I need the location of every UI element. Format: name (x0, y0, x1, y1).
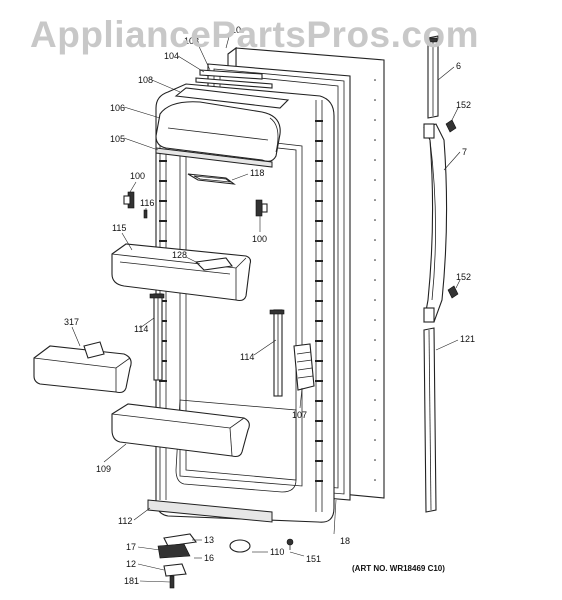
callout-112: 112 (118, 516, 132, 526)
callout-152-bottom: 152 (456, 272, 471, 282)
bottom-trim-112 (147, 499, 273, 523)
screw-151 (286, 538, 294, 550)
art-number: (ART NO. WR18469 C10) (352, 564, 445, 573)
callout-108: 108 (138, 75, 153, 85)
callout-116: 116 (140, 198, 154, 208)
callout-17: 17 (126, 542, 136, 552)
callout-16: 16 (204, 553, 214, 563)
callout-100-left: 100 (130, 171, 145, 181)
callout-115: 115 (112, 223, 126, 233)
shelf-support-right (269, 309, 285, 397)
handle-trim-6 (427, 35, 439, 119)
callout-118: 118 (250, 168, 264, 178)
shelf-clip-left (123, 191, 135, 209)
shelf-support-left (149, 293, 165, 381)
callout-12: 12 (126, 559, 136, 569)
module-107 (293, 343, 315, 391)
door-handle-7 (423, 123, 448, 323)
callout-181: 181 (124, 576, 139, 586)
screw-116 (143, 209, 148, 219)
handle-trim-121 (423, 327, 437, 513)
callout-18: 18 (340, 536, 350, 546)
callout-151: 151 (306, 554, 321, 564)
callout-121: 121 (460, 334, 475, 344)
bin-317 (33, 341, 132, 394)
callout-100-right: 100 (252, 234, 267, 244)
callout-106: 106 (110, 103, 125, 113)
bin-divider-128 (194, 257, 233, 271)
cap-110 (229, 539, 251, 553)
callout-317: 317 (64, 317, 79, 327)
hinge-parts (157, 533, 197, 589)
leader-lines (71, 32, 461, 583)
callout-114-right: 114 (240, 352, 254, 362)
callout-109: 109 (96, 464, 111, 474)
callout-128: 128 (172, 250, 187, 260)
callout-13: 13 (204, 535, 214, 545)
callout-152-top: 152 (456, 100, 471, 110)
callout-104: 104 (164, 51, 179, 61)
dairy-door (155, 101, 281, 162)
screw-152-bottom (447, 285, 459, 299)
door-bin-115 (111, 243, 252, 302)
callout-110: 110 (270, 547, 284, 557)
door-bin-109 (111, 403, 250, 458)
callout-114-left: 114 (134, 324, 148, 334)
dairy-frame (174, 87, 290, 109)
callout-10: 10 (231, 25, 241, 35)
callout-105: 105 (110, 134, 125, 144)
callout-103: 103 (184, 36, 199, 46)
callout-6: 6 (456, 61, 461, 71)
top-trim-strips (195, 69, 273, 89)
callout-labels: 10 103 104 108 106 105 100 116 115 118 1… (64, 25, 475, 586)
shelf-clip-right (255, 199, 268, 217)
screw-152-top (445, 119, 457, 133)
dairy-trim (155, 147, 273, 168)
callout-7: 7 (462, 147, 467, 157)
watermark-logo: AppliancePartsPros.com (30, 14, 479, 55)
callout-107: 107 (292, 410, 307, 420)
